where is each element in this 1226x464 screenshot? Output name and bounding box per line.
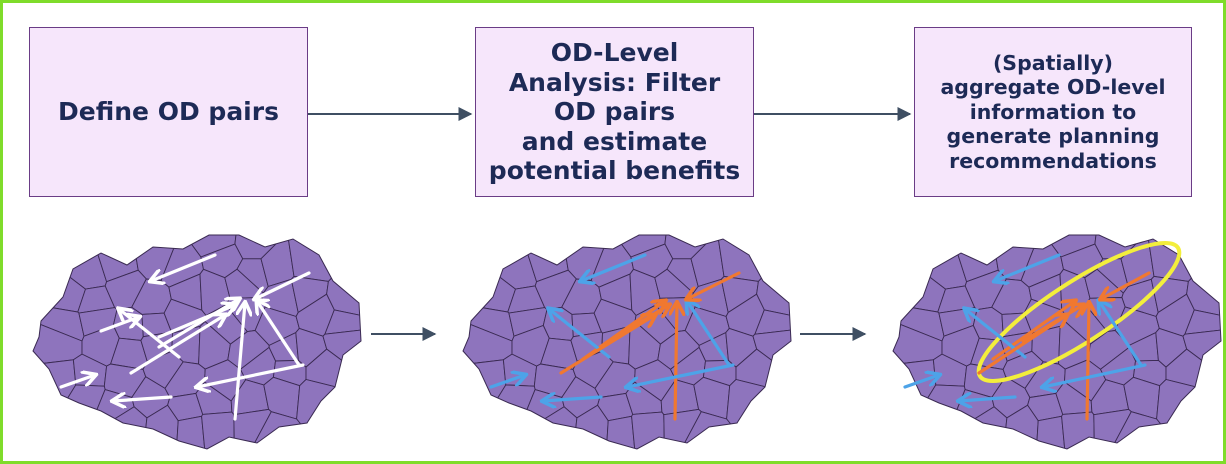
od-arrow-selected bbox=[559, 315, 655, 375]
od-arrow-filtered bbox=[687, 301, 731, 367]
region-cell bbox=[927, 406, 1008, 449]
od-arrow-selected bbox=[1087, 303, 1089, 421]
region-cell bbox=[463, 359, 507, 449]
region-cell bbox=[893, 359, 937, 449]
region-cell bbox=[1156, 379, 1221, 449]
od-arrow-filtered bbox=[995, 253, 1061, 281]
od-arrow-selected bbox=[675, 303, 677, 421]
region-cell bbox=[893, 235, 968, 290]
step-aggregate-recommendations: (Spatially) aggregate OD-level informati… bbox=[914, 27, 1192, 197]
maps-layer bbox=[32, 234, 1222, 450]
od-arrow bbox=[129, 315, 225, 375]
od-arrow-filtered bbox=[903, 375, 939, 389]
od-arrow-selected bbox=[687, 271, 741, 299]
od-arrow-filtered bbox=[581, 253, 647, 281]
region-cell bbox=[33, 235, 108, 290]
od-arrow bbox=[257, 301, 301, 367]
step-aggregate-recommendations-label: (Spatially) aggregate OD-level informati… bbox=[940, 50, 1166, 173]
od-arrow bbox=[157, 305, 235, 339]
od-arrow-filtered bbox=[959, 397, 1017, 401]
region-cell bbox=[286, 235, 361, 282]
region-cell bbox=[463, 235, 538, 290]
region-cell bbox=[326, 235, 361, 321]
region-cell bbox=[33, 359, 77, 449]
region-cell bbox=[605, 415, 637, 449]
region-cell bbox=[726, 379, 791, 449]
region-cell bbox=[1146, 235, 1221, 282]
step-define-od-pairs: Define OD pairs bbox=[29, 27, 308, 197]
od-arrow-selected bbox=[991, 301, 1075, 361]
region-cell bbox=[716, 235, 791, 282]
region-cell bbox=[1035, 415, 1067, 449]
region-cell bbox=[175, 415, 207, 449]
od-arrow bbox=[59, 375, 95, 389]
step-od-level-analysis-label: OD-Level Analysis: Filter OD pairs and e… bbox=[488, 38, 741, 186]
map-filtered-od-pairs bbox=[462, 234, 792, 450]
od-arrow-filtered bbox=[543, 397, 603, 401]
od-arrow-filtered bbox=[627, 363, 735, 387]
region-cell bbox=[756, 235, 791, 321]
cluster-ellipse bbox=[976, 240, 1182, 384]
region-cell bbox=[67, 406, 148, 449]
step-define-od-pairs-label: Define OD pairs bbox=[58, 97, 279, 127]
connector-arrows bbox=[308, 107, 912, 341]
od-arrow-filtered bbox=[1099, 301, 1143, 367]
od-arrow-selected bbox=[1101, 271, 1151, 299]
od-arrow bbox=[197, 363, 305, 387]
od-arrow-filtered bbox=[489, 375, 525, 389]
od-arrow-filtered bbox=[1043, 363, 1147, 387]
step-od-level-analysis: OD-Level Analysis: Filter OD pairs and e… bbox=[475, 27, 754, 197]
od-arrow bbox=[151, 253, 217, 281]
map-all-od-pairs bbox=[32, 234, 362, 450]
od-arrow-selected bbox=[607, 305, 669, 343]
od-arrow bbox=[113, 397, 173, 401]
map-aggregated-od-pairs bbox=[892, 234, 1222, 450]
od-arrow-selected bbox=[1021, 305, 1083, 343]
region-cell bbox=[497, 406, 578, 449]
region-cell bbox=[296, 379, 361, 449]
od-arrow bbox=[255, 271, 311, 299]
od-arrow bbox=[233, 303, 245, 421]
od-arrow bbox=[99, 317, 139, 333]
